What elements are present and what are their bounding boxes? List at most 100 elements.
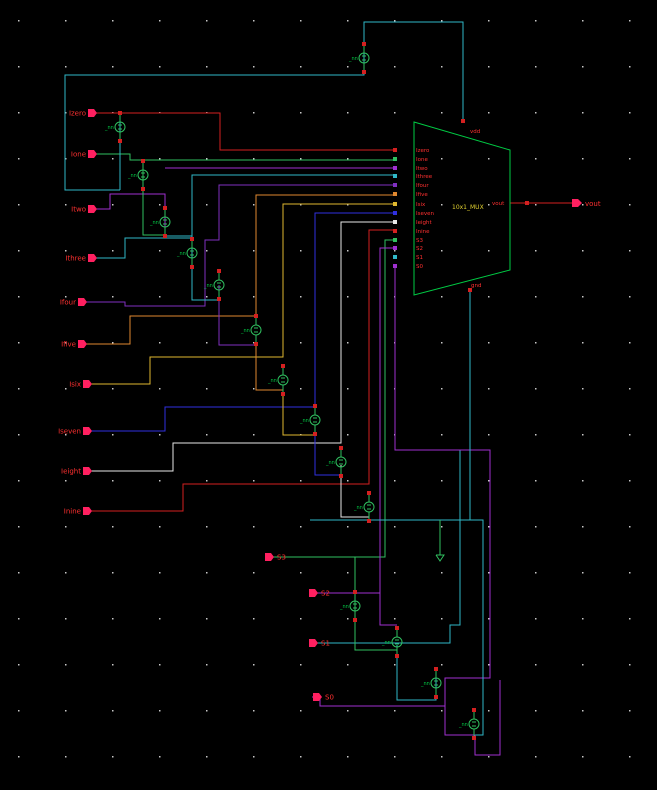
net-src4[interactable]	[218, 285, 256, 346]
input-pin-ieight[interactable]: Ieight	[61, 467, 92, 476]
net-src6[interactable]	[282, 390, 315, 436]
select-pin-s2[interactable]: S2	[309, 589, 330, 598]
source-pin-top	[434, 667, 438, 671]
net-src5[interactable]	[255, 340, 283, 391]
select-pin-s1[interactable]: S1	[309, 639, 330, 648]
input-pin-icon	[83, 507, 92, 515]
grid-dot	[206, 526, 208, 528]
input-pin-icon	[88, 254, 97, 262]
input-pin-label: Iseven	[58, 428, 81, 436]
grid-dot	[441, 710, 443, 712]
grid-dot	[159, 618, 161, 620]
input-pin-icon	[83, 380, 92, 388]
grid-dot	[582, 664, 584, 666]
grid-dot	[535, 112, 537, 114]
grid-dot	[65, 434, 67, 436]
grid-dot	[206, 342, 208, 344]
voltage-source[interactable]: _nn	[149, 206, 171, 238]
input-pin-ifour[interactable]: Ifour	[60, 298, 87, 307]
voltage-source[interactable]: _nn	[339, 590, 361, 622]
input-pin-iseven[interactable]: Iseven	[58, 427, 92, 436]
net-izero[interactable]	[95, 112, 395, 151]
grid-dot	[18, 388, 20, 390]
net-inine[interactable]	[90, 229, 395, 512]
grid-dot	[347, 388, 349, 390]
grid-dot	[253, 296, 255, 298]
net-ione[interactable]	[95, 153, 395, 161]
grid-dot	[112, 480, 114, 482]
grid-dot	[629, 480, 631, 482]
input-pin-izero[interactable]: Izero	[69, 109, 97, 118]
grid-dot	[300, 572, 302, 574]
net-iseven[interactable]	[90, 212, 395, 432]
grid-dot	[629, 572, 631, 574]
input-pin-isix[interactable]: Isix	[69, 380, 92, 389]
grid-dot	[159, 664, 161, 666]
grid-dot	[488, 20, 490, 22]
grid-dot	[18, 296, 20, 298]
grid-dot	[112, 572, 114, 574]
input-pin-ifive[interactable]: Ifive	[61, 340, 87, 349]
source-label: _nn	[348, 56, 358, 62]
select-pin-s3[interactable]: S3	[265, 553, 286, 562]
grid-dot	[159, 20, 161, 22]
input-pin-ithree[interactable]: Ithree	[65, 254, 97, 263]
grid-dot	[535, 756, 537, 758]
input-pins: IzeroIoneItwoIthreeIfourIfiveIsixIsevenI…	[58, 109, 334, 702]
voltage-source[interactable]: _nn	[176, 237, 198, 269]
net-ieight[interactable]	[90, 221, 395, 472]
net-src7[interactable]	[314, 425, 341, 476]
mux-block[interactable]: 10x1_MUX vdd gnd vout IzeroIoneItwoIthre…	[393, 119, 529, 296]
grid-dot	[441, 20, 443, 22]
net-s3[interactable]	[268, 239, 395, 558]
net-sel-s2[interactable]	[379, 593, 397, 626]
mux-pin-label-ione: Ione	[416, 157, 428, 163]
select-pin-s0[interactable]: S0	[313, 693, 334, 702]
grid-dot	[629, 158, 631, 160]
net-s2[interactable]	[312, 247, 395, 594]
net-sel-s3[interactable]	[354, 557, 397, 651]
grid-dot	[535, 526, 537, 528]
grid-dot	[535, 158, 537, 160]
select-pin-icon	[309, 589, 318, 597]
source-pin-top	[281, 364, 285, 368]
voltage-source[interactable]: _nn	[104, 111, 126, 143]
grid-dot	[206, 158, 208, 160]
net-vdd[interactable]	[64, 21, 464, 191]
net-s0[interactable]	[312, 265, 491, 707]
grid-dot	[535, 434, 537, 436]
output-pin-vout[interactable]: vout	[572, 199, 601, 208]
voltage-source[interactable]: _nn	[299, 404, 321, 436]
voltage-source[interactable]: _nn	[127, 159, 149, 191]
mux-body	[413, 121, 511, 296]
grid-dot	[535, 204, 537, 206]
net-sel-s1[interactable]	[396, 645, 437, 701]
input-pin-icon	[78, 298, 87, 306]
grid-dot	[535, 480, 537, 482]
input-pin-itwo[interactable]: Itwo	[71, 205, 97, 214]
voltage-source[interactable]: _nn	[381, 626, 403, 658]
voltage-source[interactable]: _nn	[203, 269, 225, 301]
source-icon	[277, 374, 289, 386]
voltage-source[interactable]: _nn	[458, 708, 480, 740]
source-pin-bottom	[254, 342, 258, 346]
voltage-source[interactable]: _nn	[353, 491, 375, 523]
source-pin-bottom	[118, 139, 122, 143]
net-ifour[interactable]	[85, 184, 395, 307]
net-isix[interactable]	[90, 203, 395, 385]
input-pin-ione[interactable]: Ione	[71, 150, 97, 159]
voltage-source[interactable]: _nn	[420, 667, 442, 699]
grid-dot	[253, 756, 255, 758]
voltage-source[interactable]: _nn	[325, 446, 347, 478]
source-pin-top	[217, 269, 221, 273]
input-pin-inine[interactable]: Inine	[64, 507, 92, 516]
net-ifive[interactable]	[85, 194, 395, 345]
grid-dot	[159, 434, 161, 436]
voltage-source[interactable]: _nn	[348, 42, 370, 74]
net-ithree[interactable]	[95, 174, 395, 259]
voltage-source[interactable]: _nn	[267, 364, 289, 396]
voltage-source[interactable]: _nn	[240, 314, 262, 346]
grid-dot	[629, 434, 631, 436]
net-src8[interactable]	[340, 465, 369, 518]
net-sel-s0[interactable]	[444, 680, 501, 756]
